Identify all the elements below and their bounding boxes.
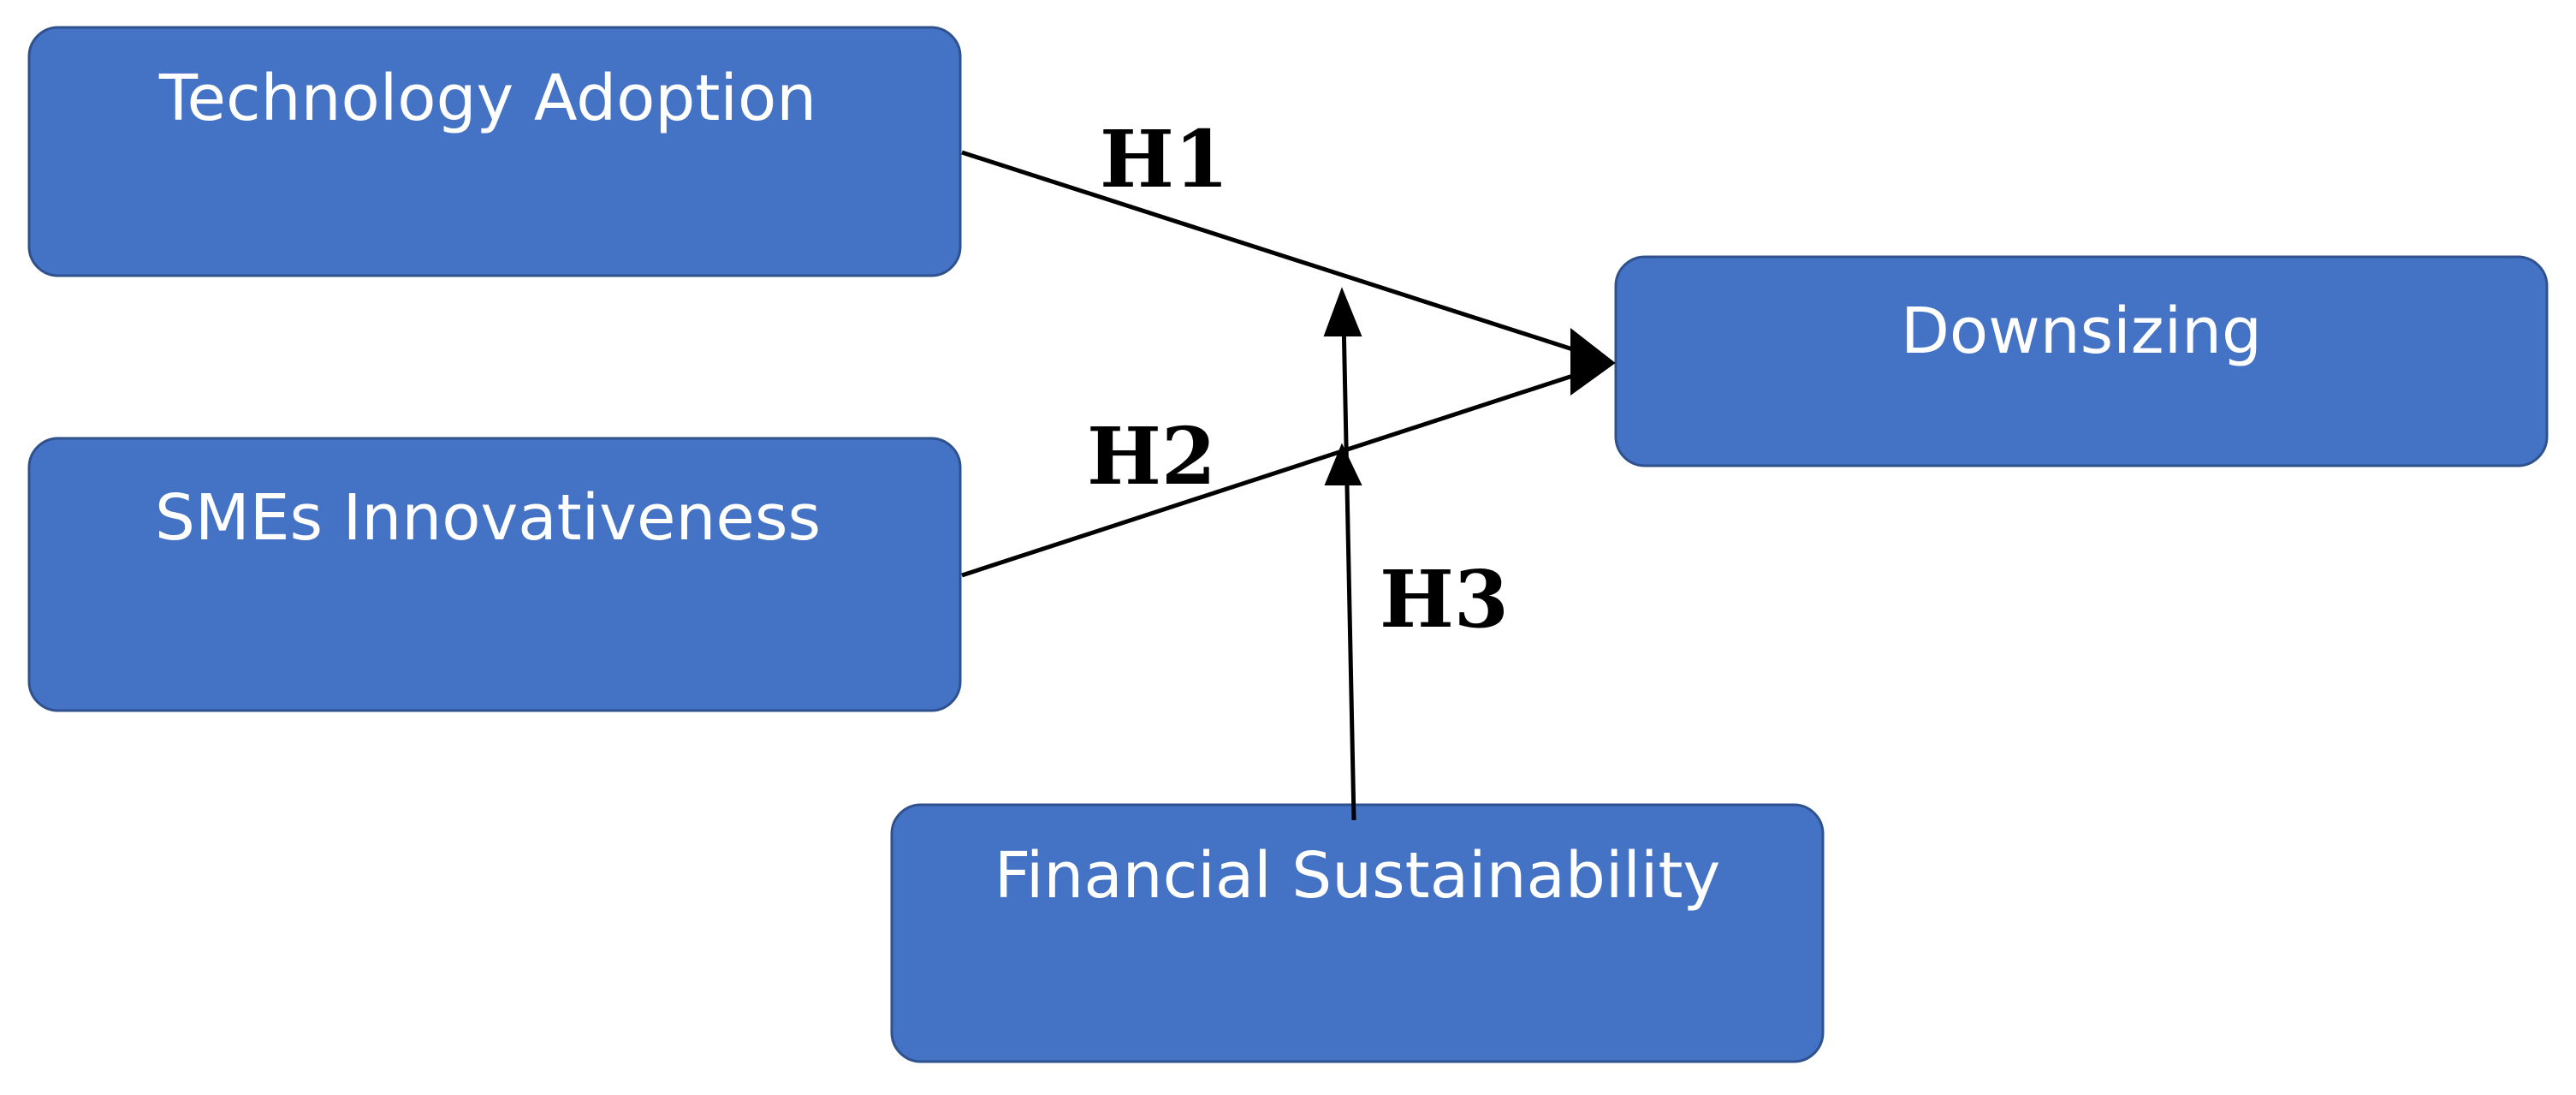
arrowhead-downsizing	[1570, 327, 1616, 396]
path-h2-line	[961, 370, 1584, 578]
node-downsizing: Downsizing	[1614, 255, 2549, 467]
path-h1-line	[961, 150, 1584, 355]
path-h1-label: H1	[1100, 113, 1229, 205]
arrowhead-h3-top	[1323, 287, 1362, 336]
node-technology-adoption: Technology Adoption	[27, 26, 962, 277]
node-technology-adoption-label: Technology Adoption	[158, 62, 816, 135]
path-h2-label: H2	[1087, 410, 1216, 503]
path-h3-label: H3	[1380, 553, 1509, 646]
node-financial-sustainability-label: Financial Sustainability	[994, 839, 1721, 913]
node-smes-innovativeness: SMEs Innovativeness	[27, 437, 962, 712]
node-downsizing-label: Downsizing	[1901, 295, 2262, 368]
node-financial-sustainability: Financial Sustainability	[890, 803, 1825, 1063]
path-h3-line	[1341, 318, 1356, 821]
node-smes-innovativeness-label: SMEs Innovativeness	[155, 481, 821, 555]
arrowhead-h3-middle	[1324, 443, 1362, 485]
